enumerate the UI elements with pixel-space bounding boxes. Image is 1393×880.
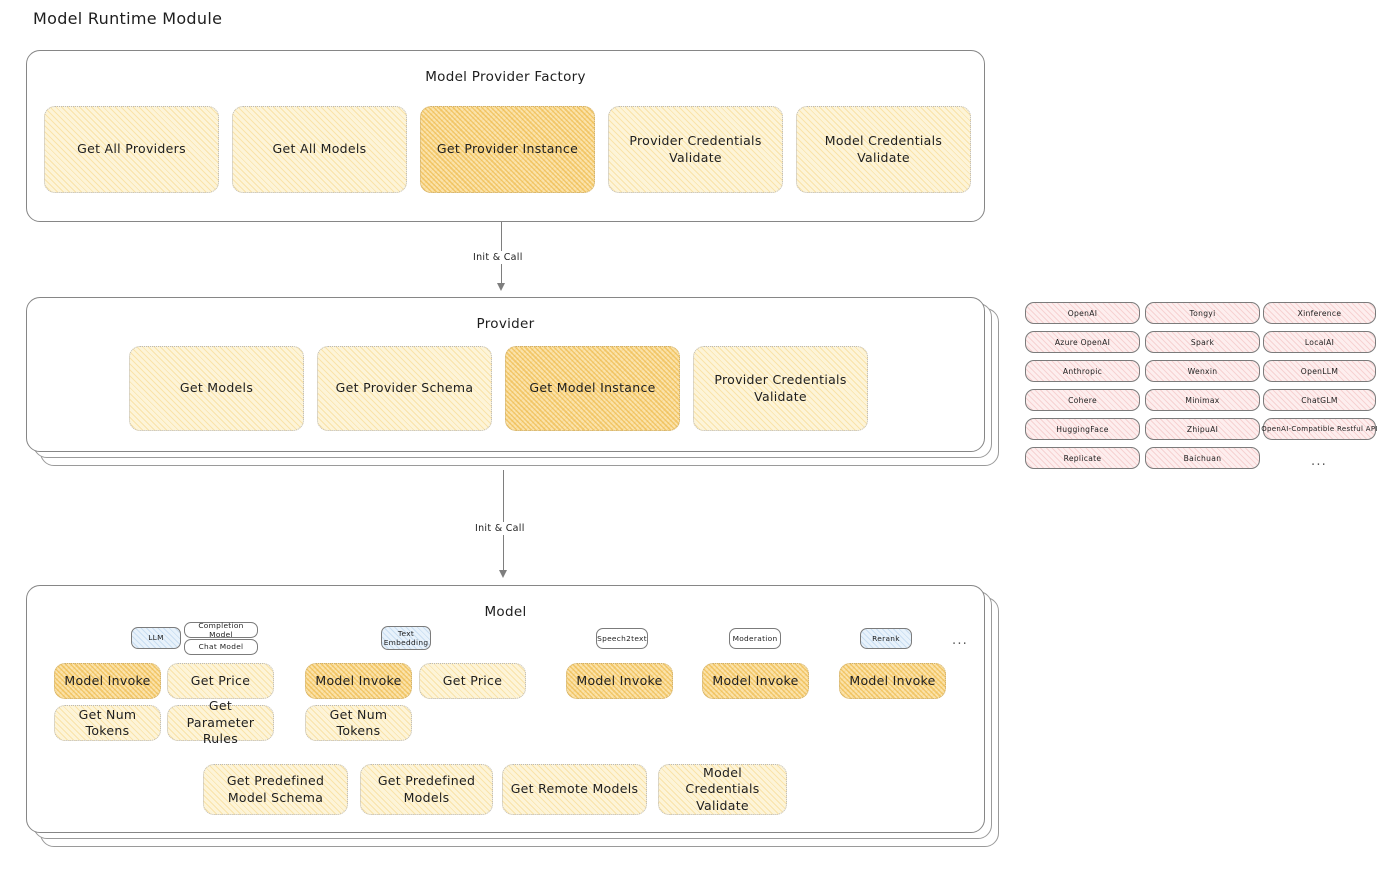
provider-list-more-ellipsis: ... — [1311, 454, 1327, 469]
factory-item-provider-credentials-validate[interactable]: Provider Credentials Validate — [608, 106, 783, 193]
provider-chip-tongyi[interactable]: Tongyi — [1145, 302, 1260, 324]
model-method-moderation-model-invoke[interactable]: Model Invoke — [702, 663, 809, 699]
model-method-text-embedding-get-num-tokens[interactable]: Get Num Tokens — [305, 705, 412, 741]
provider-item-provider-credentials-validate[interactable]: Provider Credentials Validate — [693, 346, 868, 431]
provider-item-get-models[interactable]: Get Models — [129, 346, 304, 431]
page-title: Model Runtime Module — [33, 9, 223, 28]
model-type-badge-text-embedding[interactable]: Text Embedding — [381, 626, 431, 650]
model-method-llm-model-invoke[interactable]: Model Invoke — [54, 663, 161, 699]
model-subtype-badge-completion-model[interactable]: Completion Model — [184, 621, 258, 639]
provider-chip-openai-compatible-restful-api[interactable]: OpenAI-Compatible Restful API — [1261, 418, 1377, 440]
provider-item-get-provider-schema[interactable]: Get Provider Schema — [317, 346, 492, 431]
factory-title: Model Provider Factory — [425, 69, 586, 85]
factory-item-get-all-models[interactable]: Get All Models — [232, 106, 407, 193]
provider-chip-openai[interactable]: OpenAI — [1025, 302, 1140, 324]
model-type-badge-moderation[interactable]: Moderation — [729, 628, 781, 649]
provider-chip-cohere[interactable]: Cohere — [1025, 389, 1140, 411]
factory-item-model-credentials-validate[interactable]: Model Credentials Validate — [796, 106, 971, 193]
model-common-method-get-predefined-model-schema[interactable]: Get Predefined Model Schema — [203, 764, 348, 815]
model-method-text-embedding-get-price[interactable]: Get Price — [419, 663, 526, 699]
model-common-method-get-remote-models[interactable]: Get Remote Models — [502, 764, 647, 815]
provider-chip-wenxin[interactable]: Wenxin — [1145, 360, 1260, 382]
provider-chip-huggingface[interactable]: HuggingFace — [1025, 418, 1140, 440]
provider-chip-localai[interactable]: LocalAI — [1263, 331, 1376, 353]
model-types-more-ellipsis: ... — [952, 633, 968, 648]
connector-arrowhead-1 — [497, 283, 505, 291]
provider-item-get-model-instance[interactable]: Get Model Instance — [505, 346, 680, 431]
provider-title: Provider — [476, 316, 535, 332]
connector-label-1: Init & Call — [470, 251, 526, 264]
factory-item-get-provider-instance[interactable]: Get Provider Instance — [420, 106, 595, 193]
provider-chip-anthropic[interactable]: Anthropic — [1025, 360, 1140, 382]
model-method-speech2text-model-invoke[interactable]: Model Invoke — [566, 663, 673, 699]
model-method-llm-get-price[interactable]: Get Price — [167, 663, 274, 699]
provider-chip-azure-openai[interactable]: Azure OpenAI — [1025, 331, 1140, 353]
connector-label-2: Init & Call — [472, 522, 528, 535]
provider-chip-spark[interactable]: Spark — [1145, 331, 1260, 353]
model-method-text-embedding-model-invoke[interactable]: Model Invoke — [305, 663, 412, 699]
provider-chip-replicate[interactable]: Replicate — [1025, 447, 1140, 469]
model-common-method-get-predefined-models[interactable]: Get Predefined Models — [360, 764, 493, 815]
model-type-badge-speech2text[interactable]: Speech2text — [596, 628, 648, 649]
factory-item-get-all-providers[interactable]: Get All Providers — [44, 106, 219, 193]
model-method-llm-get-parameter-rules[interactable]: Get Parameter Rules — [167, 698, 274, 746]
provider-chip-baichuan[interactable]: Baichuan — [1145, 447, 1260, 469]
model-common-method-model-credentials-validate[interactable]: Model Credentials Validate — [658, 764, 787, 815]
provider-chip-xinference[interactable]: Xinference — [1263, 302, 1376, 324]
provider-chip-chatglm[interactable]: ChatGLM — [1263, 389, 1376, 411]
model-method-llm-get-num-tokens[interactable]: Get Num Tokens — [54, 705, 161, 741]
model-type-badge-llm[interactable]: LLM — [131, 627, 181, 649]
provider-chip-minimax[interactable]: Minimax — [1145, 389, 1260, 411]
model-subtype-badge-chat-model[interactable]: Chat Model — [184, 639, 258, 655]
provider-chip-openllm[interactable]: OpenLLM — [1263, 360, 1376, 382]
connector-arrowhead-2 — [499, 570, 507, 578]
model-method-rerank-model-invoke[interactable]: Model Invoke — [839, 663, 946, 699]
model-title: Model — [484, 604, 527, 620]
model-type-badge-rerank[interactable]: Rerank — [860, 628, 912, 649]
provider-chip-zhipuai[interactable]: ZhipuAI — [1145, 418, 1260, 440]
